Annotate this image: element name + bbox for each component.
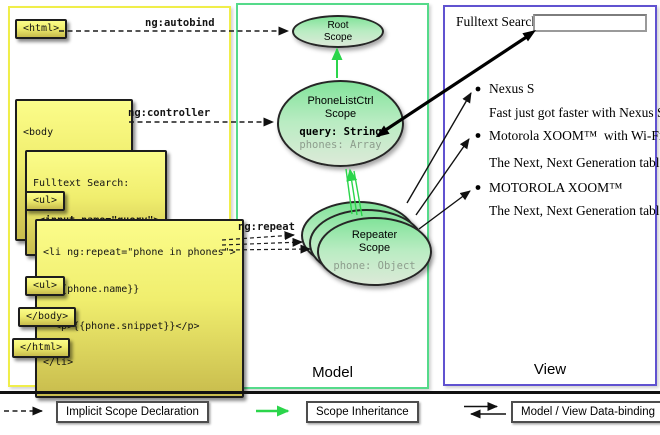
view-search-label: Fulltext Search: — [456, 14, 542, 29]
view-item-title: Motorola XOOM™ with Wi-Fi — [489, 128, 660, 143]
phonelistctrl-scope-ellipse: PhoneListCtrl Scope query: String phones… — [277, 80, 404, 167]
legend-model-view-data-binding: Model / View Data-binding — [511, 401, 660, 423]
phonelistctrl-title2: Scope — [324, 107, 357, 120]
model-panel: Model — [236, 3, 429, 389]
root-scope-title: Root — [327, 19, 349, 31]
code-html-close: </html> — [12, 338, 71, 359]
code-line: <li ng:repeat="phone in phones"> — [43, 247, 236, 259]
ng-repeat-label: ng:repeat — [238, 221, 295, 233]
root-scope-title2: Scope — [323, 31, 353, 43]
repeater-title: Repeater — [351, 229, 398, 242]
repeater-scope-ellipse-front: Repeater Scope phone: Object — [317, 217, 432, 286]
code-ul-close: <ul> — [25, 276, 66, 297]
code-line: <p>{{phone.snippet}}</p> — [43, 320, 200, 332]
code-body-close: </body> — [18, 307, 77, 328]
code-line: <body — [23, 127, 54, 139]
code-line: </li> — [43, 357, 74, 369]
view-item-desc: The Next, Next Generation tablet. — [489, 155, 660, 170]
ng-controller-label: ng:controller — [128, 107, 211, 119]
view-item-title: Nexus S — [489, 81, 535, 96]
code-line: {{phone.name}} — [43, 283, 140, 295]
root-scope-ellipse: Root Scope — [292, 15, 384, 48]
code-html-open: <html> — [15, 19, 68, 40]
ng-autobind-label: ng:autobind — [145, 17, 215, 29]
view-search-input — [533, 14, 647, 32]
view-item-desc: Fast just got faster with Nexus S. — [489, 105, 660, 120]
phonelistctrl-prop-phones: phones: Array — [299, 138, 382, 151]
phonelistctrl-prop-query: query: String — [299, 125, 382, 138]
code-line: Fulltext Search: — [33, 178, 130, 190]
phonelistctrl-title: PhoneListCtrl — [307, 94, 374, 107]
legend-implicit-scope-declaration: Implicit Scope Declaration — [56, 401, 209, 423]
legend-scope-inheritance: Scope Inheritance — [306, 401, 419, 423]
repeater-prop-phone: phone: Object — [333, 260, 416, 273]
view-item-desc: The Next, Next Generation tablet. — [489, 203, 660, 218]
model-panel-label: Model — [312, 364, 353, 381]
view-panel-label: View — [533, 361, 567, 378]
view-item-title: MOTOROLA XOOM™ — [489, 180, 623, 195]
repeater-title2: Scope — [358, 242, 391, 255]
code-ul-open: <ul> — [25, 191, 66, 212]
